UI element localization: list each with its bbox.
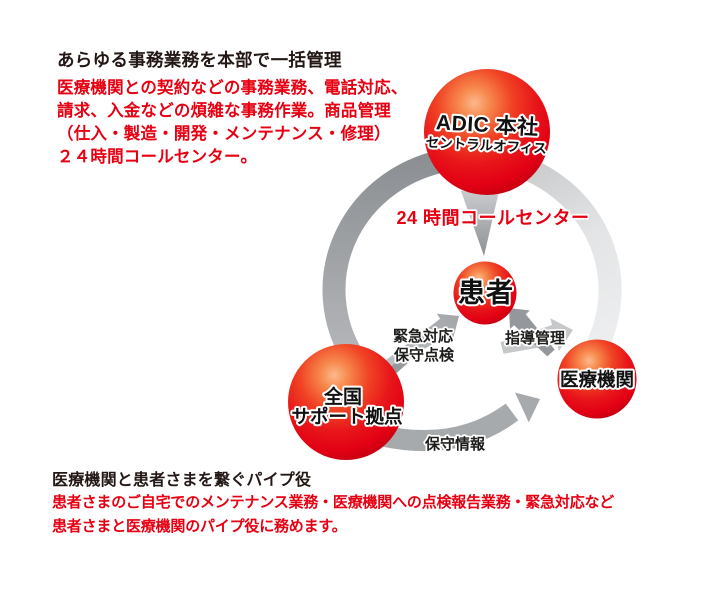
- medical-sphere: [557, 339, 637, 419]
- top-body-line-4: ２４時間コールセンター。: [57, 148, 258, 166]
- top-body-line-3: （仕入・製造・開発・メンテナンス・修理）: [57, 125, 391, 143]
- node-medical-institution: 医療機関: [557, 339, 637, 419]
- medical-to-patient-arrow: [509, 308, 555, 357]
- patient-medical-arrows: [500, 308, 573, 357]
- support-label-line2: サポート拠点: [291, 406, 403, 427]
- emergency-label-line1: 緊急対応: [393, 327, 453, 345]
- patient-sphere: [453, 261, 517, 325]
- guidance-label: 指導管理: [505, 329, 565, 347]
- top-section-heading: あらゆる事務業務を本部で一括管理: [57, 50, 342, 70]
- maintenance-arrowhead: [515, 392, 540, 423]
- node-headquarters: ADIC 本社 セントラルオフィス: [423, 69, 550, 195]
- bottom-body-line-1: 患者さまのご自宅でのメンテナンス業務・医療機関への点検報告業務・緊急対応など: [52, 494, 615, 511]
- top-section-body: 医療機関との契約などの事務業務、電話対応、 請求、入金などの煩雑な事務作業。商品…: [57, 77, 408, 169]
- emergency-label-line2: 保守点検: [393, 346, 455, 364]
- call-center-label: 24 時間コールセンター: [396, 208, 589, 228]
- ring-left-arc: [322, 148, 451, 362]
- top-body-line-1: 医療機関との契約などの事務業務、電話対応、: [57, 79, 408, 97]
- support-sphere: [288, 344, 404, 460]
- headquarters-sphere: [424, 69, 550, 195]
- node-support-base: 全国 サポート拠点: [288, 344, 405, 460]
- top-body-line-2: 請求、入金などの煩雑な事務作業。商品管理: [57, 102, 391, 120]
- maintenance-info-label: 保守情報: [424, 435, 486, 453]
- bottom-section-body: 患者さまのご自宅でのメンテナンス業務・医療機関への点検報告業務・緊急対応など 患…: [52, 491, 614, 539]
- support-arrow-body: [373, 313, 459, 379]
- bottom-body-line-2: 患者さまと医療機関のパイプ役に務めます。: [52, 518, 347, 535]
- bottom-section-heading: 医療機関と患者さまを繋ぐパイプ役: [52, 472, 312, 489]
- node-patient: 患者: [453, 261, 517, 325]
- support-label-line1: 全国: [323, 385, 362, 408]
- patient-label: 患者: [458, 278, 514, 308]
- callcenter-arrow: [461, 191, 499, 256]
- medical-label: 医療機関: [560, 369, 634, 390]
